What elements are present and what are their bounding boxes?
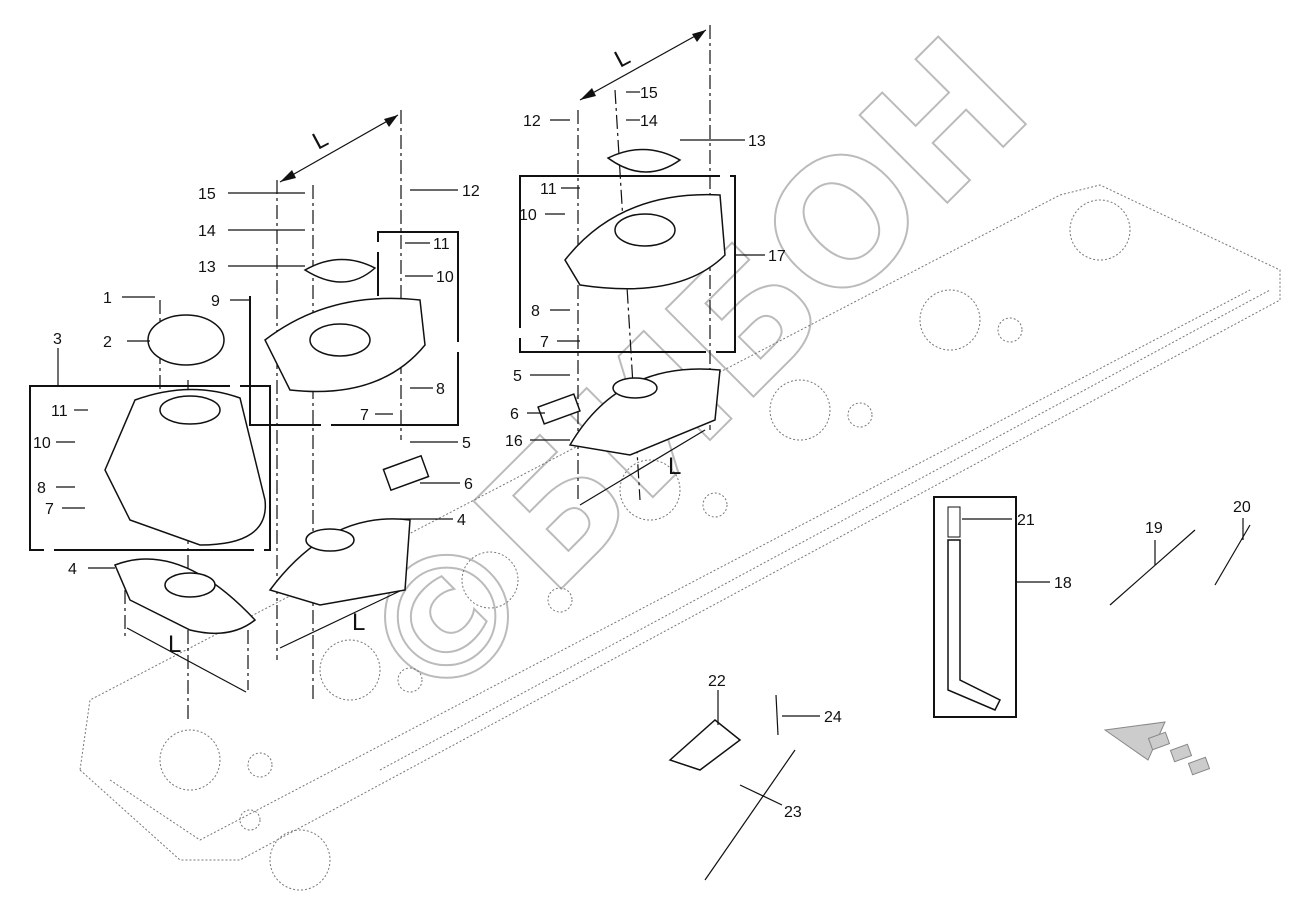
callout-14: 14 <box>640 113 658 130</box>
callout-6: 6 <box>464 476 473 493</box>
callout-18: 18 <box>1054 575 1072 592</box>
callout-12: 12 <box>523 113 541 130</box>
dimension-label: L <box>610 43 634 73</box>
callout-13: 13 <box>748 133 766 150</box>
callout-5: 5 <box>513 368 522 385</box>
callout-15: 15 <box>640 85 658 102</box>
callout-2: 2 <box>103 334 112 351</box>
callout-14: 14 <box>198 223 216 240</box>
cutter-bar-frame <box>79 184 1281 891</box>
dimension-arrows <box>126 29 707 693</box>
callout-6: 6 <box>510 406 519 423</box>
callout-11: 11 <box>51 403 68 420</box>
callout-8: 8 <box>436 381 445 398</box>
dimension-label: L <box>168 631 181 658</box>
leader-lines <box>56 91 1244 806</box>
group-9-box <box>249 231 459 426</box>
callout-24: 24 <box>824 709 842 726</box>
callout-10: 10 <box>33 435 51 452</box>
group-18-box <box>933 496 1017 718</box>
callout-7: 7 <box>45 501 54 518</box>
callout-16: 16 <box>505 433 523 450</box>
callout-7: 7 <box>360 407 369 424</box>
callout-20: 20 <box>1233 499 1251 516</box>
callout-22: 22 <box>708 673 726 690</box>
callout-labels: 15 14 13 1 2 3 9 11 10 12 8 7 5 6 4 11 1… <box>33 85 1251 821</box>
callout-8: 8 <box>37 480 46 497</box>
dimension-label: L <box>352 609 365 636</box>
callout-15: 15 <box>198 186 216 203</box>
callout-21: 21 <box>1017 512 1035 529</box>
dimension-label: L <box>308 125 332 155</box>
callout-10: 10 <box>436 269 454 286</box>
callout-3: 3 <box>53 331 62 348</box>
callout-11: 11 <box>540 181 557 198</box>
callout-23: 23 <box>784 804 802 821</box>
callout-12: 12 <box>462 183 480 200</box>
callout-4: 4 <box>68 561 77 578</box>
parts <box>104 148 1251 881</box>
callout-10: 10 <box>519 207 537 224</box>
callout-17: 17 <box>768 248 786 265</box>
callout-13: 13 <box>198 259 216 276</box>
callout-9: 9 <box>211 293 220 310</box>
dimension-label: L <box>668 453 681 480</box>
callout-19: 19 <box>1145 520 1163 537</box>
callout-7: 7 <box>540 334 549 351</box>
callout-8: 8 <box>531 303 540 320</box>
callout-1: 1 <box>103 290 112 307</box>
callout-5: 5 <box>462 435 471 452</box>
callout-4: 4 <box>457 512 466 529</box>
callout-11: 11 <box>433 236 450 253</box>
group-3-box <box>29 385 271 551</box>
group-17-box <box>519 175 736 353</box>
